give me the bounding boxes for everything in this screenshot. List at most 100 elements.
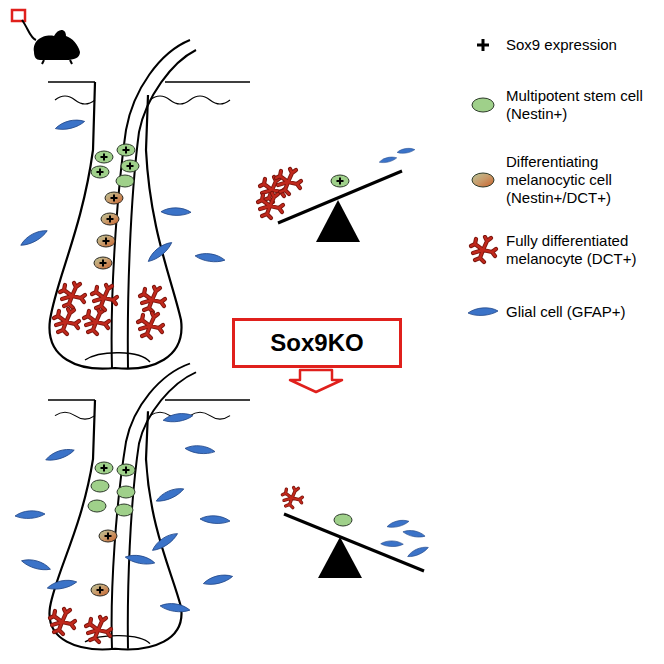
glial-shape [44,447,75,462]
mouse-icon [12,10,80,64]
diff-shape [91,584,109,596]
differentiating-cells-top [94,192,123,269]
mel-shape [140,287,165,312]
glial-shape [145,240,174,263]
stem-shape [116,175,134,187]
stem-shape [121,160,139,172]
stem-shape [91,166,109,178]
glial-shape [406,545,429,558]
mel-shape [276,169,301,194]
glial-shape [160,601,191,615]
legend-label: Glial cell (GFAP+) [506,303,656,321]
stem-shape [115,504,133,516]
plus-shape [123,467,130,474]
stem-cells-top [91,144,139,187]
mel-shape [50,609,75,634]
box-label: Sox9KO [270,329,363,357]
glial-shape [21,556,52,573]
mel-shape [86,617,111,642]
down-arrow [290,370,342,392]
plus-shape [127,163,134,170]
legend-swatch [466,90,500,120]
glial-shape [402,528,425,539]
mel-shape [138,313,163,338]
stem-shape [117,464,135,476]
seesaw-normal [258,148,415,242]
follicle-shape [48,40,250,369]
process-box: Sox9KO [232,318,402,368]
stem-shape [117,144,135,156]
glial-shape [150,531,180,553]
glial-shape [161,207,192,217]
mel-shape [54,309,79,334]
mel-shape [92,285,117,310]
glial-shape [185,443,216,456]
stem-shape [91,480,109,492]
legend-label: Multipotent stem cell (Nestin+) [506,87,656,123]
follicle-shape [48,363,250,649]
plus-shape [101,154,108,161]
plus-shape [100,260,107,267]
plus-shape [107,216,114,223]
plus-shape [111,195,118,202]
legend-swatch [466,30,500,60]
glial-shape [47,579,78,591]
hair-follicle-normal [48,40,250,369]
stem-shape [88,500,106,512]
glial-shape [397,148,415,154]
swatch-shape [471,237,496,262]
stem-shape [95,462,113,474]
glial-shape [54,118,85,131]
plus-shape [97,169,104,176]
stem-cells-bottom [88,462,135,516]
stem-shape [334,514,352,526]
legend-label: Sox9 expression [506,36,656,54]
legend-swatch [466,297,500,327]
mel-shape [258,193,283,218]
mel-shape [282,488,302,508]
stem-shape [331,175,349,187]
glial-cells-top [19,118,226,264]
diff-shape [97,235,115,247]
glial-shape [195,251,226,265]
melanocytes-top [54,283,165,338]
plus-shape [103,238,110,245]
glial-shape [125,552,156,567]
swatch-shape [472,98,494,112]
legend-label: Fully differentiated melanocyte (DCT+) [506,232,656,268]
diff-shape [101,213,119,225]
seesaw-sox9ko [282,488,429,578]
legend-swatch [466,235,500,265]
legend-swatch [466,165,500,195]
glial-cells-bottom [15,413,233,615]
stem-shape [117,486,135,498]
diff-shape [94,257,112,269]
legend-label: Differentiating melanocytic cell (Nestin… [506,153,656,207]
swatch-shape [468,308,498,316]
glial-shape [19,228,49,248]
diff-shape [105,192,123,204]
glial-shape [15,511,45,519]
plus-shape [337,178,344,185]
glial-shape [386,519,409,529]
glial-shape [200,514,231,526]
differentiating-cells-bottom [91,530,117,596]
stem-shape [95,151,113,163]
melanocytes-bottom [50,609,111,642]
glial-shape [154,486,185,503]
mel-shape [60,283,85,308]
plus-shape [123,147,130,154]
glial-shape [379,156,398,164]
diff-shape [99,530,117,542]
hair-follicle-sox9ko [48,363,250,649]
glial-shape [163,413,194,423]
plus-shape [101,465,108,472]
glial-shape [202,573,233,586]
plus-shape [97,587,104,594]
mel-shape [84,309,109,334]
swatch-shape [477,39,489,51]
swatch-shape [472,173,494,187]
glial-shape [381,540,404,548]
plus-shape [105,533,112,540]
